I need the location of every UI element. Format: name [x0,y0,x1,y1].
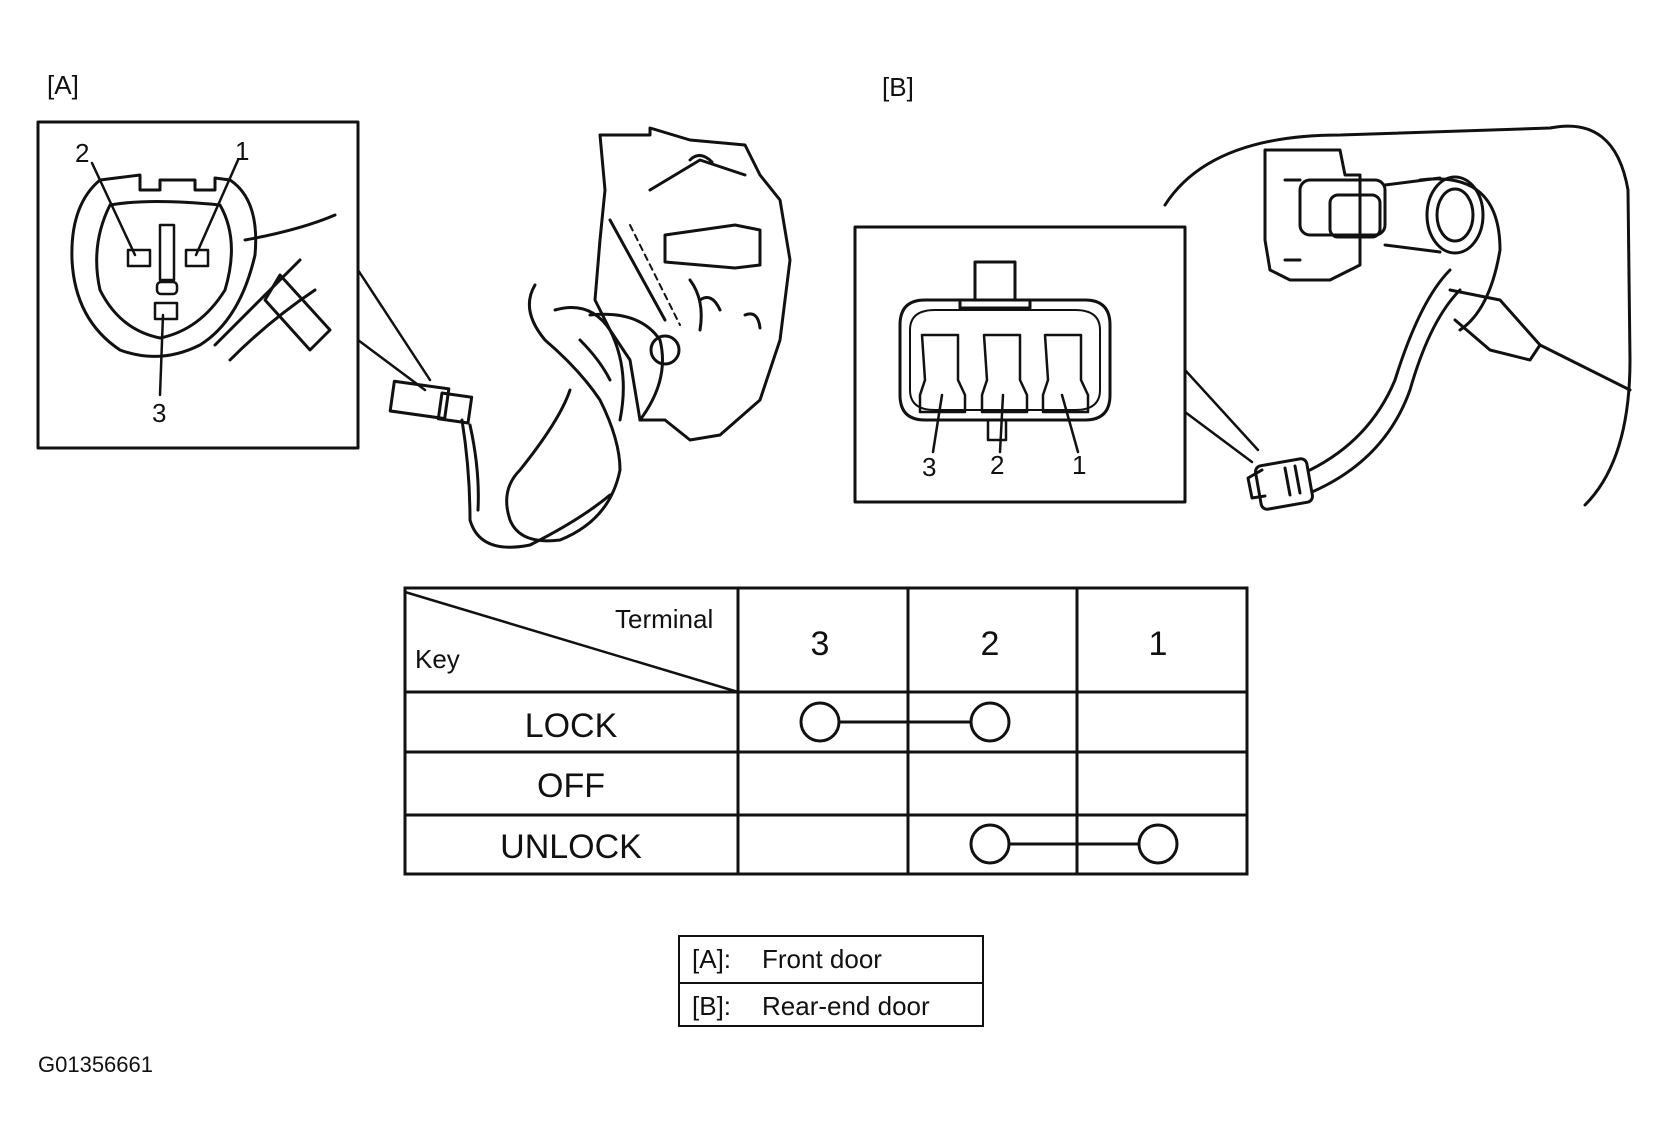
table-column-header-3: 3 [811,625,830,663]
rear-door-outline [1163,124,1632,507]
continuity-circle [1137,823,1179,865]
table-row-label-unlock: UNLOCK [500,828,642,866]
legend-row: [B]: Rear-end door [680,984,982,1029]
legend-value: Rear-end door [762,991,930,1021]
connector-a-leader-lines [90,158,240,397]
table-corner-diagonal [404,590,739,694]
connector-a-pin-label-2: 2 [75,138,89,168]
connector-a-plug-drawing [388,379,612,549]
connector-b-terminal-1 [1041,333,1090,414]
legend-value: Front door [762,944,882,974]
table-corner-terminal: Terminal [615,604,713,634]
continuity-marks [799,701,1179,865]
table-corner-key: Key [415,644,460,674]
connector-b-plug-drawing [1246,268,1462,511]
table-row-label-off: OFF [537,767,605,805]
connector-b-pin-label-3: 3 [922,452,936,482]
legend-key: [A]: [692,944,732,974]
table-column-header-2: 2 [981,625,1000,663]
continuity-table: Terminal Key 3 2 1 LOCK OFF UNLOCK [403,586,1249,876]
figure-id: G01356661 [38,1052,153,1077]
table-row-label-lock: LOCK [525,707,618,745]
label-rear-door-section: [B] [882,72,914,102]
connector-a-terminals [126,248,210,321]
table-border [403,586,1249,876]
continuity-circle [969,701,1011,743]
connector-a-inset-frame [36,120,360,450]
table-column-header-1: 1 [1149,625,1168,663]
connector-b-pin-label-2: 2 [990,450,1004,480]
connector-a-terminal-2 [126,248,152,268]
door-lock-cylinder-drawing [1263,148,1632,392]
connector-b-housing [898,260,1112,442]
legend-key: [B]: [692,991,732,1021]
connector-b-terminal-3 [918,333,967,414]
connector-a-terminal-3 [153,301,179,321]
connector-a-pin-label-3: 3 [152,398,166,428]
legend-row: [A]: Front door [680,937,982,984]
connector-a-housing [70,173,258,358]
label-front-door-section: [A] [47,70,79,100]
connector-b-terminal-2 [980,333,1029,414]
connector-b-pin-label-1: 1 [1072,450,1086,480]
connector-b-terminals [918,333,1090,414]
connector-a-pin-label-1: 1 [235,136,249,166]
continuity-circle [969,823,1011,865]
connector-b-inset-frame [853,225,1187,504]
legend-box: [A]: Front door [B]: Rear-end door [678,935,984,1027]
door-lock-actuator-drawing [505,126,792,543]
connector-b-leader-lines [931,393,1080,454]
continuity-circle [799,701,841,743]
